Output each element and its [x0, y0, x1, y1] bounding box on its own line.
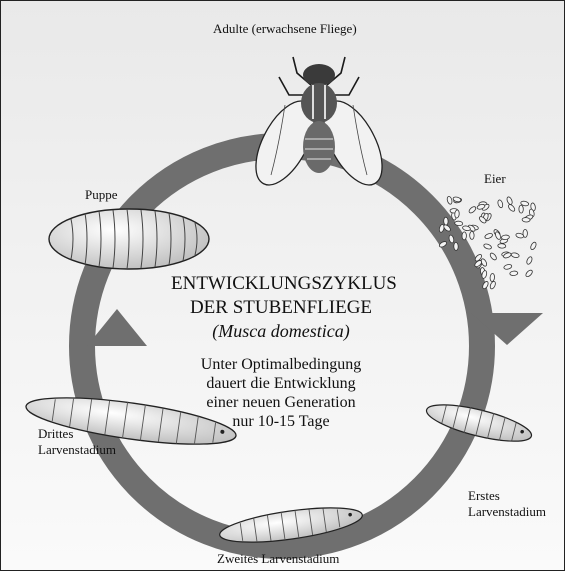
- second-larva-label: Zweites Larvenstadium: [217, 551, 339, 566]
- egg: [462, 232, 467, 240]
- egg: [503, 264, 512, 270]
- egg: [454, 242, 459, 250]
- pupa: [49, 209, 209, 269]
- egg: [526, 256, 533, 265]
- eggs-label: Eier: [484, 171, 506, 186]
- egg: [490, 273, 495, 281]
- egg: [455, 221, 463, 226]
- pupa-label: Puppe: [85, 187, 118, 202]
- egg: [468, 206, 477, 215]
- egg: [519, 205, 524, 213]
- egg: [454, 210, 459, 218]
- egg: [489, 252, 497, 261]
- egg: [497, 199, 504, 208]
- egg: [507, 203, 516, 212]
- third-larva-label-line1: Drittes: [38, 426, 73, 441]
- egg: [483, 243, 492, 250]
- egg: [511, 252, 520, 258]
- description-text: Unter Optimalbedingung dauert die Entwic…: [171, 355, 391, 431]
- egg: [510, 271, 518, 276]
- egg: [489, 281, 496, 290]
- diagram-title-line1: ENTWICKLUNGSZYKLUS: [171, 273, 391, 295]
- egg: [501, 235, 509, 240]
- first-larva-label-line1: Erstes: [468, 488, 500, 503]
- third-larva-label-line2: Larvenstadium: [38, 442, 116, 457]
- egg: [444, 217, 449, 225]
- egg: [506, 196, 513, 205]
- first-larva-label-line2: Larvenstadium: [468, 504, 546, 519]
- scientific-name: (Musca domestica): [171, 321, 391, 342]
- diagram-title-line2: DER STUBENFLIEGE: [171, 297, 391, 319]
- egg: [530, 241, 538, 250]
- egg: [484, 233, 493, 240]
- egg: [498, 243, 506, 248]
- adult-fly: [244, 57, 394, 194]
- adult-label: Adulte (erwachsene Fliege): [213, 21, 357, 36]
- egg: [446, 196, 452, 205]
- egg: [470, 231, 475, 239]
- eggs-cluster: [438, 196, 537, 290]
- egg: [525, 269, 534, 278]
- egg: [494, 231, 501, 240]
- egg: [522, 217, 530, 222]
